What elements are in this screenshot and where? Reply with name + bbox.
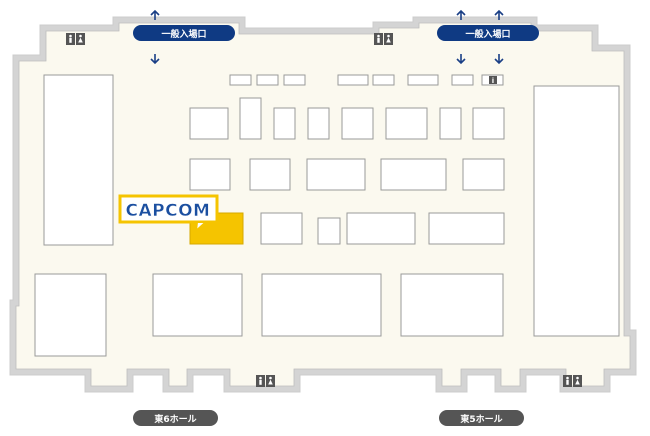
booth-large[interactable] (34, 273, 107, 357)
booth[interactable] (306, 158, 366, 191)
capcom-logo-badge (118, 194, 219, 224)
toilet-icon (563, 375, 582, 387)
booth[interactable] (372, 74, 395, 86)
booth[interactable] (152, 273, 243, 337)
booth[interactable] (256, 74, 279, 86)
entrance-left-label: 一般入場口 (161, 28, 206, 40)
booth[interactable] (400, 273, 504, 337)
arrow-down-icon (494, 54, 504, 65)
booth-large[interactable] (43, 74, 114, 246)
booth[interactable] (380, 158, 447, 191)
hall-label-east6-text: 東6ホール (154, 413, 196, 425)
info-point[interactable]: i (481, 74, 504, 86)
entrance-left[interactable]: 一般入場口 (133, 25, 235, 41)
booth[interactable] (239, 97, 262, 140)
arrow-up-icon (150, 9, 160, 20)
booth[interactable] (189, 107, 229, 140)
booth[interactable] (307, 107, 330, 140)
hall-label-east6[interactable]: 東6ホール (133, 410, 218, 426)
booth[interactable] (462, 158, 505, 191)
booth[interactable] (451, 74, 474, 86)
booth[interactable] (439, 107, 462, 140)
capcom-booth[interactable]: CAPCOM (118, 194, 244, 245)
entrance-right[interactable]: 一般入場口 (437, 25, 539, 41)
arrow-up-icon (494, 9, 504, 20)
arrow-up-icon (456, 9, 466, 20)
toilet-icon (256, 375, 275, 387)
booth[interactable] (189, 158, 231, 191)
hall-label-east5[interactable]: 東5ホール (439, 410, 524, 426)
booth-large[interactable] (533, 85, 620, 337)
booth[interactable] (249, 158, 291, 191)
booth[interactable] (472, 107, 505, 140)
booth[interactable] (283, 74, 306, 86)
booth[interactable] (260, 212, 303, 245)
booth[interactable] (337, 74, 369, 86)
hall-label-east5-text: 東5ホール (460, 413, 502, 425)
booth[interactable] (261, 273, 382, 337)
toilet-icon (66, 33, 85, 45)
info-icon-label: i (492, 77, 494, 85)
booth[interactable] (346, 212, 416, 245)
arrow-down-icon (150, 54, 160, 65)
booth[interactable] (273, 107, 296, 140)
booth[interactable] (341, 107, 374, 140)
entrance-right-label: 一般入場口 (465, 28, 510, 40)
info-icon (489, 76, 497, 84)
booth[interactable] (407, 74, 439, 86)
arrow-down-icon (456, 54, 466, 65)
toilet-icon (374, 33, 393, 45)
booth[interactable] (385, 107, 428, 140)
booth[interactable] (428, 212, 505, 245)
capcom-logo: CAPCOM (126, 201, 211, 221)
booth[interactable] (229, 74, 252, 86)
booth[interactable] (317, 217, 341, 245)
